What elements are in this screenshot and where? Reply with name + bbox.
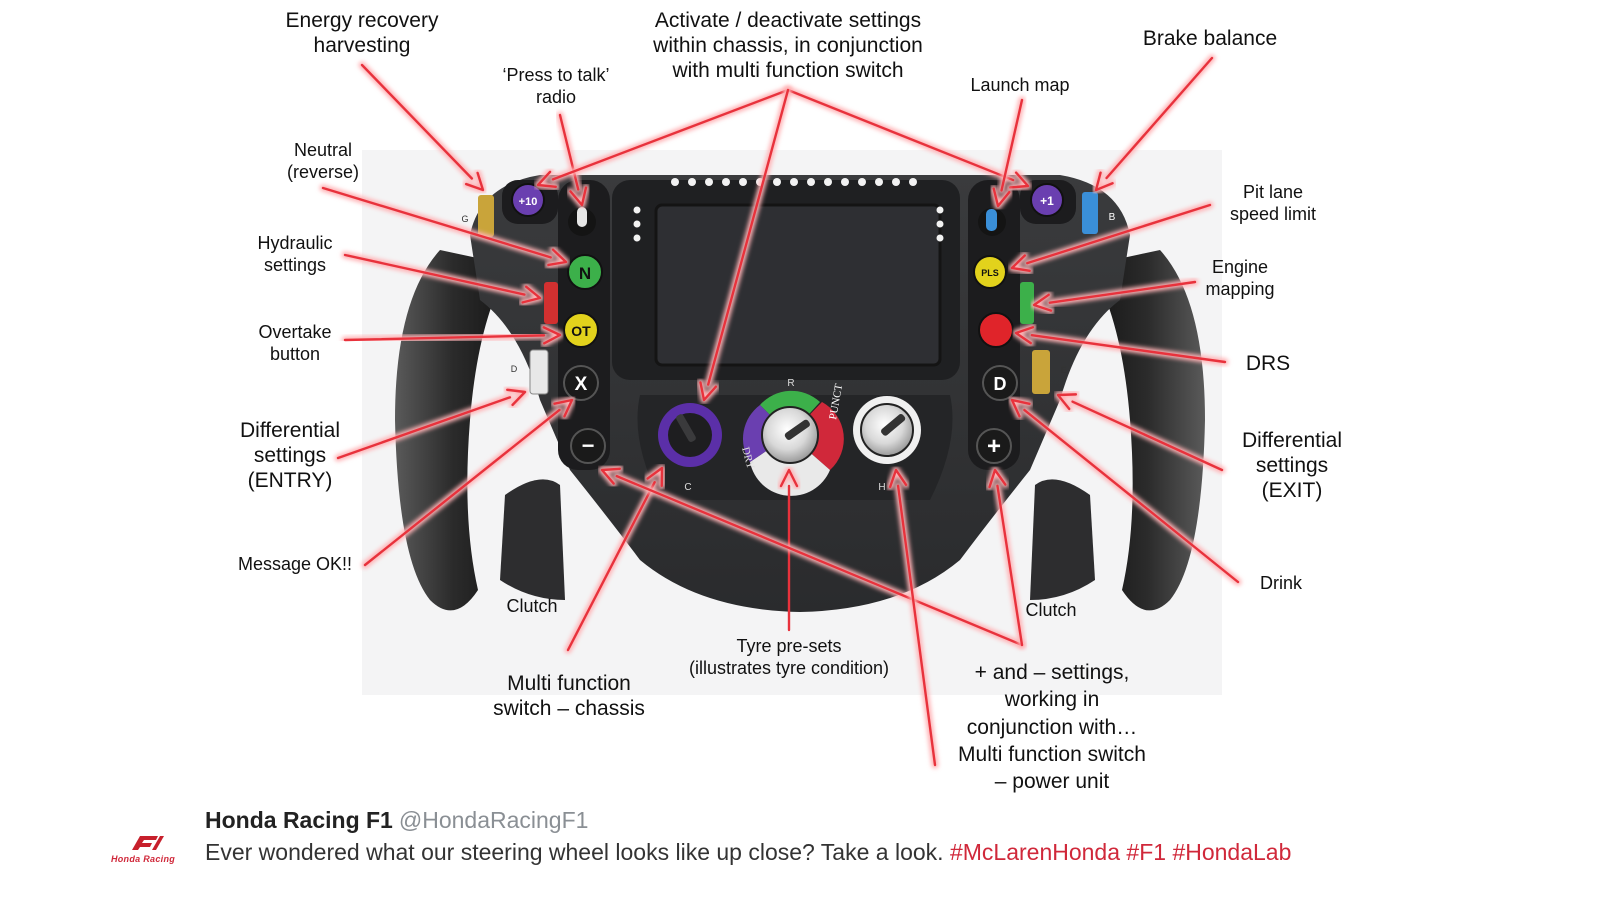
label-launch-map: Launch map [970,75,1070,95]
honda-racing-wordmark: Honda Racing [110,854,176,864]
arrow-activate-1 [534,86,792,191]
arrow-pit-lane [1008,201,1214,275]
label-clutch-left: Clutch [506,596,558,616]
button-overtake: OT [563,312,599,348]
right-clutch-paddle [1030,479,1095,600]
hashtag-f1[interactable]: #F1 [1126,839,1167,865]
arrow-press-to-talk [556,111,590,209]
arrow-activate-2 [784,86,1032,191]
dry-label: DRY [739,446,756,471]
arrow-plus-minus-1 [598,465,1026,649]
tweet-text: Ever wondered what our steering wheel lo… [205,839,944,865]
arrow-tyre-presets [777,466,801,634]
tyre-presets-rotary: DRY PUNCT [739,383,845,496]
arrow-power-unit [886,466,939,769]
arrow-brake-balance [1092,54,1216,194]
right-grip [1090,250,1205,611]
arrow-activate-3 [696,86,792,404]
arrow-launch-map [990,96,1026,210]
launch-map-toggle [978,208,1006,236]
tweet: Honda Racing F1@HondaRacingF1 Ever wonde… [205,805,1585,869]
thumbwheel-g-label: G [461,214,468,224]
multi-function-chassis-rotary [658,403,722,467]
button-overtake-label: OT [571,323,591,339]
button-minus-label: − [582,433,595,458]
arrow-drs [1012,323,1229,366]
button-plus1: +1 [1030,183,1064,217]
arrow-message-ok [361,396,576,569]
tweet-author[interactable]: Honda Racing F1 [205,807,393,833]
arrow-plus-minus-2 [986,466,1026,649]
button-minus: − [570,428,606,464]
button-neutral: N [567,254,603,290]
arrow-energy-recovery [358,61,487,194]
button-x: X [563,365,599,401]
label-drink: Drink [1259,573,1303,593]
honda-racing-logo: Honda Racing [102,832,184,872]
energy-recovery-thumbwheel: G [461,195,494,237]
thumbwheel-d-label: D [511,364,518,374]
label-clutch-right: Clutch [1025,600,1077,620]
thumbwheel-b-label: B [1109,212,1116,223]
button-drs [978,312,1014,348]
arrow-engine-mapping [1030,278,1199,315]
button-plus10: +10 [511,183,545,217]
rotary-c-marker: C [684,482,691,493]
button-diff: D [982,365,1018,401]
button-plus: + [976,428,1012,464]
label-message-ok: Message OK!! [237,554,353,574]
left-clutch-paddle [500,479,565,600]
arrow-multi-chassis [564,464,666,654]
arrow-diff-exit [1054,390,1226,474]
label-tyre-presets: Tyre pre-sets(illustrates tyre condition… [688,636,890,678]
label-drs: DRS [1245,352,1291,375]
brake-balance-thumbwheel: B [1082,192,1116,234]
thumbwheel-e-label: E [1061,365,1067,375]
label-brake-balance: Brake balance [1142,27,1278,50]
button-pit-limiter: PLS [973,255,1007,289]
engine-mapping-thumbwheel [1020,282,1034,324]
hashtag-hondalab[interactable]: #HondaLab [1172,839,1292,865]
f1-mark-icon [132,836,164,850]
hashtag-mclarenhonda[interactable]: #McLarenHonda [949,839,1121,865]
press-to-talk-toggle [568,207,596,236]
button-plus1-label: +1 [1040,194,1054,208]
diff-entry-thumbwheel: D [511,349,549,395]
button-plus10-label: +10 [519,196,538,208]
label-neutral: Neutral(reverse) [286,140,360,182]
tweet-handle[interactable]: @HondaRacingF1 [398,807,589,833]
arrow-neutral [319,184,570,269]
button-x-label: X [575,374,588,395]
tweet-header: Honda Racing F1@HondaRacingF1 [205,805,1585,835]
hydraulic-thumbwheel [544,282,558,324]
label-press-to-talk: ‘Press to talk’radio [502,65,610,107]
rotary-h-marker: H [878,482,885,493]
tweet-body: Ever wondered what our steering wheel lo… [205,835,1585,869]
rotary-r-marker: R [787,378,794,389]
arrow-drink [1008,396,1242,586]
multi-function-power-unit-rotary [853,396,921,464]
arrow-diff-entry [334,386,529,462]
button-diff-label: D [994,374,1007,394]
arrow-hydraulic [341,251,544,306]
button-neutral-label: N [579,264,591,283]
button-plus-label: + [987,433,1001,460]
button-pit-limiter-label: PLS [981,268,999,278]
diff-exit-thumbwheel: E [1032,350,1067,394]
arrow-overtake [341,323,564,347]
